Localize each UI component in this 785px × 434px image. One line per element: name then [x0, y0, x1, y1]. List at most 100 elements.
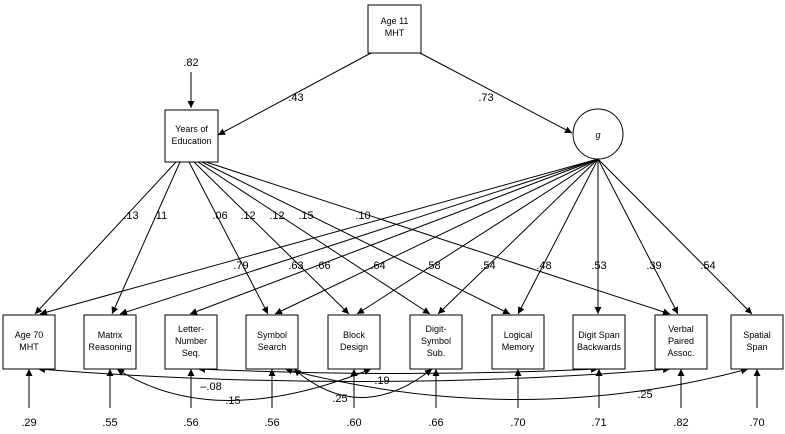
path-g-to-symbol-search	[274, 158, 599, 315]
node-label-line: Years of	[175, 124, 208, 134]
node-label-line: Paired	[668, 336, 694, 346]
coef-g-letter-number: .66	[315, 260, 330, 272]
residual-correlations	[37, 365, 749, 401]
education-paths	[34, 161, 671, 316]
node-label-line: Backwards	[577, 342, 622, 352]
path-education-to-matrix	[111, 161, 181, 315]
node-label-line: Seq.	[182, 348, 201, 358]
node-label-line: Letter-	[178, 324, 204, 334]
node-label-line: Memory	[502, 342, 535, 352]
node-block-design: Block Design	[327, 314, 381, 370]
node-age11-mht: Age 11 MHT	[367, 4, 422, 54]
structural-paths	[187, 52, 573, 136]
node-verbal-paired-assoc: Verbal Paired Assoc.	[654, 314, 708, 370]
node-label-line: Assoc.	[667, 348, 694, 358]
node-label-line: Symbol	[257, 330, 287, 340]
path-g-to-digit-symbol	[437, 158, 599, 315]
node-label-line: g	[595, 130, 600, 140]
residual-verbal-paired: .82	[673, 417, 688, 429]
node-label-line: Span	[746, 342, 767, 352]
path-g-to-matrix	[119, 158, 599, 316]
path-education-to-block-design	[193, 161, 350, 315]
correlation-matrix-digit-symbol	[116, 368, 372, 401]
node-label-line: Symbol	[421, 336, 451, 346]
node-label-line: Digit-	[425, 324, 446, 334]
corr-label-matrix-digit-symbol: .15	[225, 395, 240, 407]
residual-mht70: .29	[21, 417, 36, 429]
node-logical-memory: Logical Memory	[491, 314, 545, 370]
node-label-line: Digit Span	[578, 330, 620, 340]
node-label-line: Logical	[504, 330, 533, 340]
correlation-letter-number-digit-span	[197, 365, 599, 374]
corr-label-symbol-search-spatial: .25	[637, 389, 652, 401]
corr-label-block-digit-symbol: .25	[332, 393, 347, 405]
node-label-line: Verbal	[668, 324, 694, 334]
node-spatial-span: Spatial Span	[730, 314, 784, 370]
coef-education-verbal-paired: .10	[355, 210, 370, 222]
path-g-to-letter-number	[189, 158, 599, 315]
node-label-line: Search	[258, 342, 287, 352]
node-matrix-reasoning: Matrix Reasoning	[83, 314, 137, 370]
correlation-block-digit-symbol	[293, 368, 433, 398]
residual-digit-symbol: .66	[428, 417, 443, 429]
path-education-to-mht70	[34, 161, 177, 315]
node-letter-number-seq: Letter- Number Seq.	[164, 314, 218, 370]
residual-symbol-search: .56	[264, 417, 279, 429]
node-label-line: Number	[175, 336, 207, 346]
residual-block-design: .60	[346, 417, 361, 429]
corr-label-letter-number-digit-span: .19	[374, 375, 389, 387]
residual-digit-span: .71	[591, 417, 606, 429]
correlation-symbol-search-spatial	[284, 367, 749, 400]
g-paths	[39, 158, 753, 316]
node-label-line: Age 70	[15, 330, 44, 340]
node-label-line: Design	[340, 342, 368, 352]
path-g-to-mht70	[39, 158, 599, 316]
coef-education-mht70: .13	[123, 210, 138, 222]
node-g-latent: g	[572, 108, 624, 160]
path-education-to-logical-memory	[201, 161, 511, 315]
coef-g-spatial-span: .54	[700, 260, 715, 272]
path-coefficients: .43 .73 .82 .13 .11 .06 .12 .12 .15 .10 …	[123, 57, 715, 272]
node-label-line: MHT	[385, 28, 405, 38]
coef-g-mht70: .79	[233, 260, 248, 272]
residual-letter-number: .56	[183, 417, 198, 429]
coef-education-digit-symbol: .12	[269, 210, 284, 222]
path-g-to-logical-memory	[517, 158, 599, 315]
node-label-line: Spatial	[743, 330, 771, 340]
coef-g-logical-memory: .48	[536, 260, 551, 272]
residual-arrows	[25, 369, 761, 408]
path-mht11-to-g	[419, 52, 573, 134]
node-label-line: Reasoning	[88, 342, 131, 352]
node-label-line: Block	[343, 330, 366, 340]
coef-education-residual: .82	[183, 57, 198, 69]
node-symbol-search: Symbol Search	[245, 314, 299, 370]
coef-education-block-design: .12	[240, 210, 255, 222]
node-label-line: Age 11	[381, 16, 409, 26]
path-g-to-block-design	[356, 158, 599, 315]
corr-label-mht70-verbal: –.08	[200, 381, 221, 393]
residual-spatial-span: .70	[749, 417, 764, 429]
path-education-to-verbal-paired	[205, 161, 671, 316]
coef-education-logical-memory: .15	[298, 210, 313, 222]
coef-g-verbal-paired: .39	[646, 260, 661, 272]
coef-g-matrix: .63	[288, 260, 303, 272]
node-label-line: Education	[171, 136, 211, 146]
coef-g-digit-span: .53	[591, 260, 606, 272]
node-age70-mht: Age 70 MHT	[2, 314, 56, 370]
correlation-values: –.08 .19 .15 .25 .25	[200, 375, 652, 407]
coef-mht11-education: .43	[288, 92, 303, 104]
node-digit-symbol-sub: Digit- Symbol Sub.	[409, 314, 463, 370]
path-g-to-spatial-span	[597, 158, 753, 315]
path-education-to-symbol-search	[188, 161, 269, 315]
coef-g-block-design: .58	[425, 260, 440, 272]
node-label-line: Sub.	[427, 348, 446, 358]
node-digit-span-backwards: Digit Span Backwards	[572, 314, 626, 370]
coef-g-digit-symbol: .54	[480, 260, 495, 272]
coef-education-matrix: .11	[153, 210, 167, 222]
coef-education-symbol-search: .06	[212, 210, 227, 222]
node-years-education: Years of Education	[164, 109, 219, 163]
node-label-line: Matrix	[98, 330, 123, 340]
coef-g-symbol-search: .64	[370, 260, 385, 272]
